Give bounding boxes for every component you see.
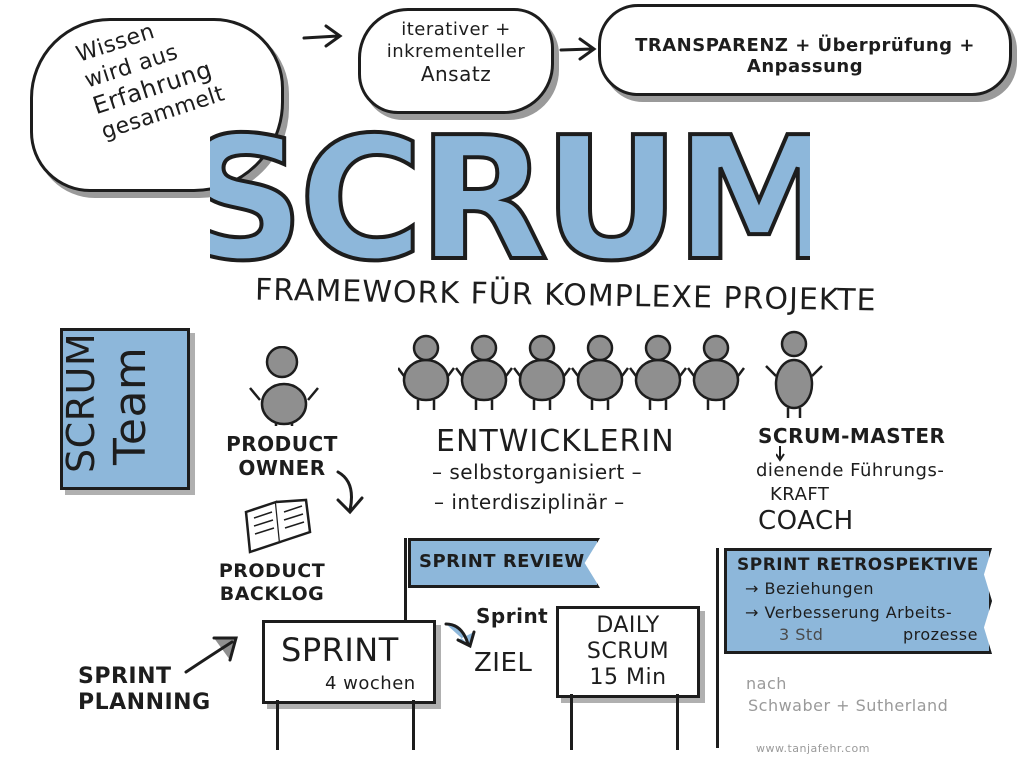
retro-item-2: → Verbesserung Arbeits- <box>745 603 953 622</box>
developers-attr-2: – interdisziplinär – <box>434 490 625 514</box>
arrow-down-small-icon <box>775 444 796 468</box>
cloud-approach-line: Ansatz <box>420 62 492 86</box>
scrum-team-banner: SCRUM Team <box>59 328 190 490</box>
developer-figure <box>687 334 745 410</box>
retro-flag: SPRINT RETROSPEKTIVE → Beziehungen → Ver… <box>724 548 992 654</box>
scrum-master-figure <box>760 330 830 424</box>
retro-pole <box>716 548 723 748</box>
cloud-knowledge: Wissen wird aus Erfahrung gesammelt <box>30 18 284 192</box>
daily-sign-post-left <box>570 694 577 750</box>
daily-sign-post-right <box>676 694 683 750</box>
sprint-planning-label: SPRINT PLANNING <box>78 664 211 716</box>
sprint-planning-line: SPRINT <box>78 664 172 689</box>
sprint-planning-line: PLANNING <box>78 690 211 715</box>
arrow-down-right-icon <box>442 616 482 660</box>
scrum-master-desc-2: KRAFT <box>770 484 830 505</box>
scrum-team-line1: SCRUM <box>59 332 103 473</box>
developer-figure <box>629 334 687 410</box>
product-owner-line: OWNER <box>238 456 326 480</box>
daily-scrum-sign: DAILY SCRUM 15 Min <box>556 606 700 698</box>
developers-attr-1: – selbstorganisiert – <box>432 460 643 484</box>
product-owner-figure <box>246 345 326 430</box>
backlog-book-icon <box>240 498 320 562</box>
sprint-review-pole <box>404 538 413 622</box>
retro-time: 3 Std <box>779 625 824 644</box>
title-scrum-text: SCRUM <box>210 118 810 278</box>
sprint-sign-post-left <box>276 700 283 750</box>
sprint-ziel-line2: ZIEL <box>474 648 533 678</box>
sprint-sign: SPRINT 4 wochen <box>262 620 436 704</box>
cloud-approach-line: inkrementeller <box>386 41 526 62</box>
daily-scrum-line: SCRUM <box>586 639 670 664</box>
credit-authors: Schwaber + Sutherland <box>748 696 949 715</box>
sprint-sign-title: SPRINT <box>281 631 399 669</box>
developer-figure <box>397 334 455 410</box>
cloud-pillars-text: TRANSPARENZ + Überprüfung + Anpassung <box>635 35 975 77</box>
cloud-approach: iterativer + inkrementeller Ansatz <box>358 8 554 114</box>
sprint-review-label: SPRINT REVIEW <box>419 551 585 572</box>
developer-figure <box>513 334 571 410</box>
product-backlog-label: PRODUCT BACKLOG <box>212 560 332 606</box>
daily-scrum-line: 15 Min <box>589 665 667 690</box>
sprint-sign-post-right <box>412 700 419 750</box>
retro-item-2b: prozesse <box>903 625 978 644</box>
retro-item-1: → Beziehungen <box>745 579 875 598</box>
credit-nach: nach <box>746 674 787 693</box>
product-owner-line: PRODUCT <box>226 432 338 456</box>
product-owner-label: PRODUCT OWNER <box>222 432 342 480</box>
scrum-master-desc-1: dienende Führungs- <box>756 460 945 481</box>
cloud-approach-line: iterativer <box>401 19 489 40</box>
developers-label: ENTWICKLERIN <box>436 424 675 459</box>
developer-figure <box>571 334 629 410</box>
arrow-right-icon <box>558 36 600 68</box>
scrum-master-desc-3: COACH <box>758 506 854 536</box>
cloud-approach-plus: + <box>495 19 511 40</box>
retro-title: SPRINT RETROSPEKTIVE <box>737 555 979 575</box>
sprint-review-flag: SPRINT REVIEW <box>408 538 600 588</box>
arrow-right-icon <box>300 22 348 56</box>
title-scrum: SCRUM <box>180 99 845 301</box>
developer-figure <box>455 334 513 410</box>
product-backlog-line: BACKLOG <box>219 583 325 605</box>
arrow-down-icon <box>330 468 370 520</box>
arrow-up-right-icon <box>180 628 250 682</box>
sprint-sign-duration: 4 wochen <box>325 673 416 694</box>
cloud-pillars: TRANSPARENZ + Überprüfung + Anpassung <box>598 4 1012 96</box>
daily-scrum-line: DAILY <box>596 613 660 638</box>
title-subtitle: FRAMEWORK FÜR KOMPLEXE PROJEKTE <box>254 272 877 319</box>
sprint-ziel-line1: Sprint <box>476 604 549 628</box>
product-backlog-line: PRODUCT <box>218 560 326 582</box>
scrum-team-line2: Team <box>105 346 156 465</box>
developers-group <box>397 334 746 414</box>
credit-url: www.tanjafehr.com <box>756 742 870 755</box>
scrum-master-label: SCRUM-MASTER <box>758 424 946 448</box>
